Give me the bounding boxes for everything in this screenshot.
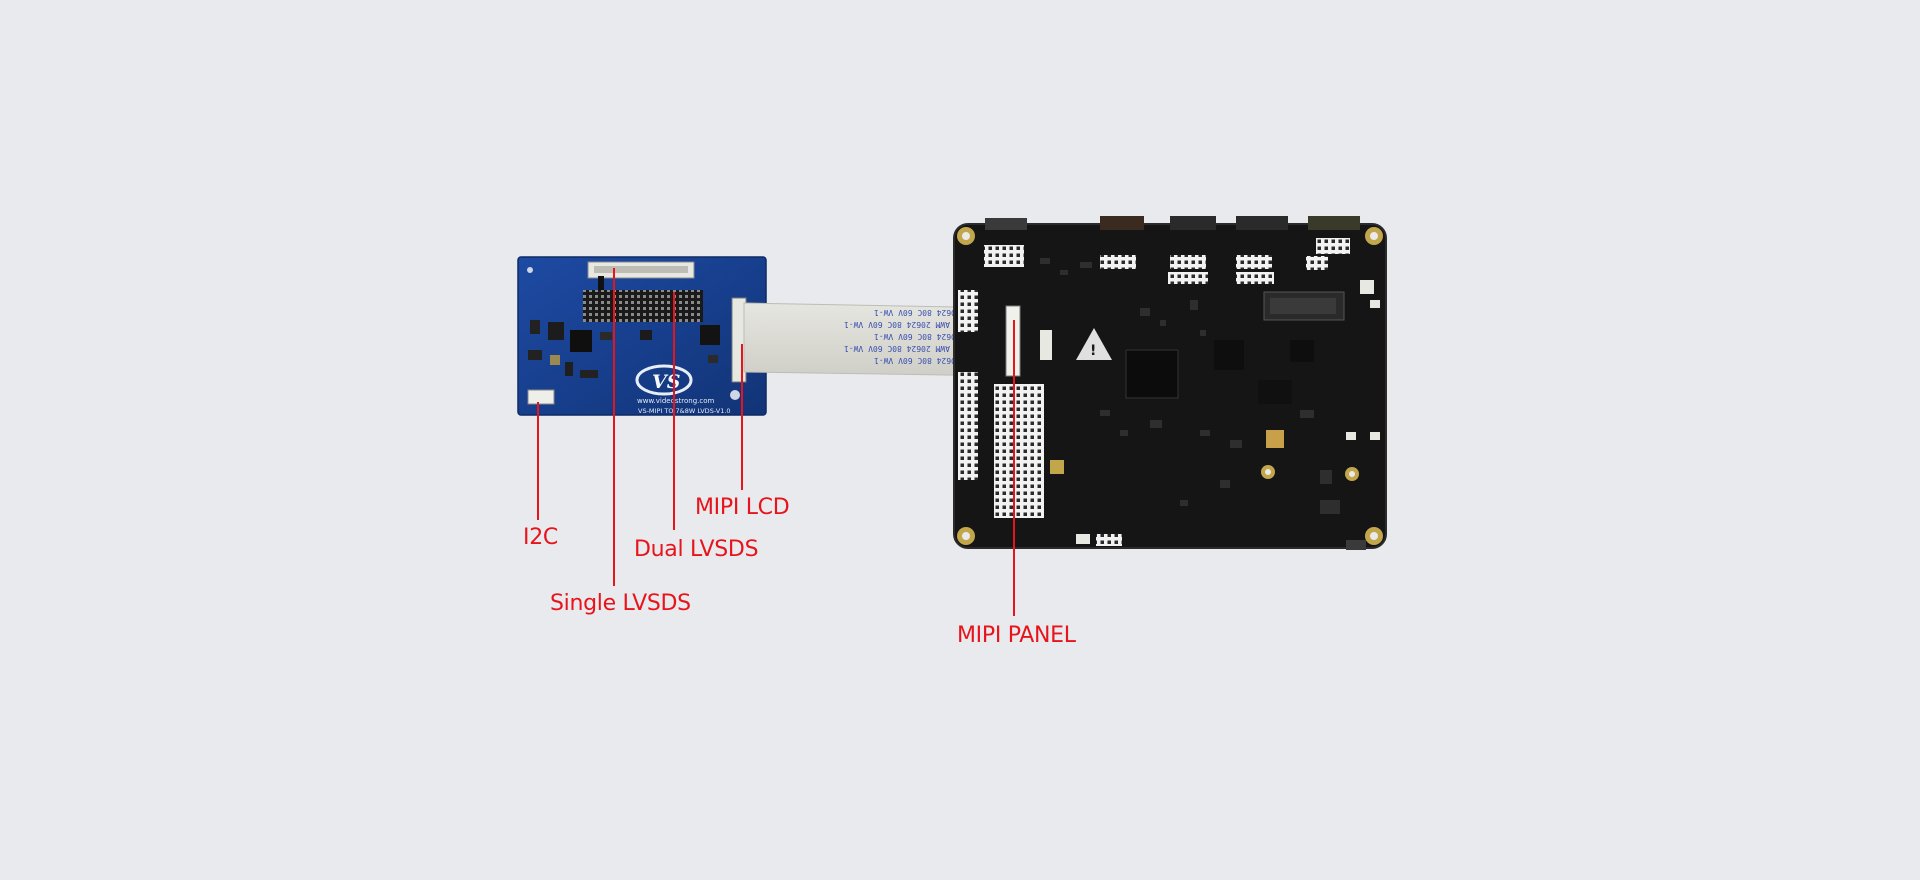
main-board: ! (953, 216, 1387, 550)
top-connector (985, 218, 1027, 230)
adapter-model-text: VS-MIPI TO 7&8W LVDS-V1.0 (638, 407, 731, 415)
ribbon-print-text: AWM 20624 80C 60V VW-1 (874, 332, 980, 341)
vs-logo (635, 364, 693, 396)
i2c-label: I2C (523, 525, 558, 550)
svg-text:!: ! (1090, 343, 1096, 359)
top-connector (1308, 216, 1360, 230)
top-connector (1236, 216, 1288, 230)
left-pin-header (958, 290, 978, 332)
ribbon-print-text: AWM 20624 80C 60V VW-1 (844, 320, 950, 329)
adapter-website-text: www.videostrong.com (637, 397, 715, 405)
ribbon-print-text: AWM 20624 80C 60V VW-1 (874, 308, 980, 317)
mipi-panel-label: MIPI PANEL (957, 623, 1076, 648)
callout-lines (537, 268, 1015, 616)
ribbon-print-text: AWM 20624 80C 60V VW-1 (844, 344, 950, 353)
dual-lvds-header (583, 290, 703, 322)
top-connector (1170, 216, 1216, 230)
warning-icon (1076, 328, 1112, 360)
adapter-board: VS www.videostrong.com VS-MIPI TO 7&8W L… (517, 256, 767, 416)
adapter-logo-text: VS (652, 371, 680, 393)
top-connector (1100, 216, 1144, 230)
gpio-header (994, 384, 1044, 518)
dual-lvds-label: Dual LVSDS (634, 537, 759, 562)
ribbon-print-text: AWM 20624 80C 60V VW-1 (874, 356, 980, 365)
single-lvds-label: Single LVSDS (550, 591, 691, 616)
i2c-connector (527, 389, 555, 405)
mipi-lcd-label: MIPI LCD (695, 495, 790, 520)
